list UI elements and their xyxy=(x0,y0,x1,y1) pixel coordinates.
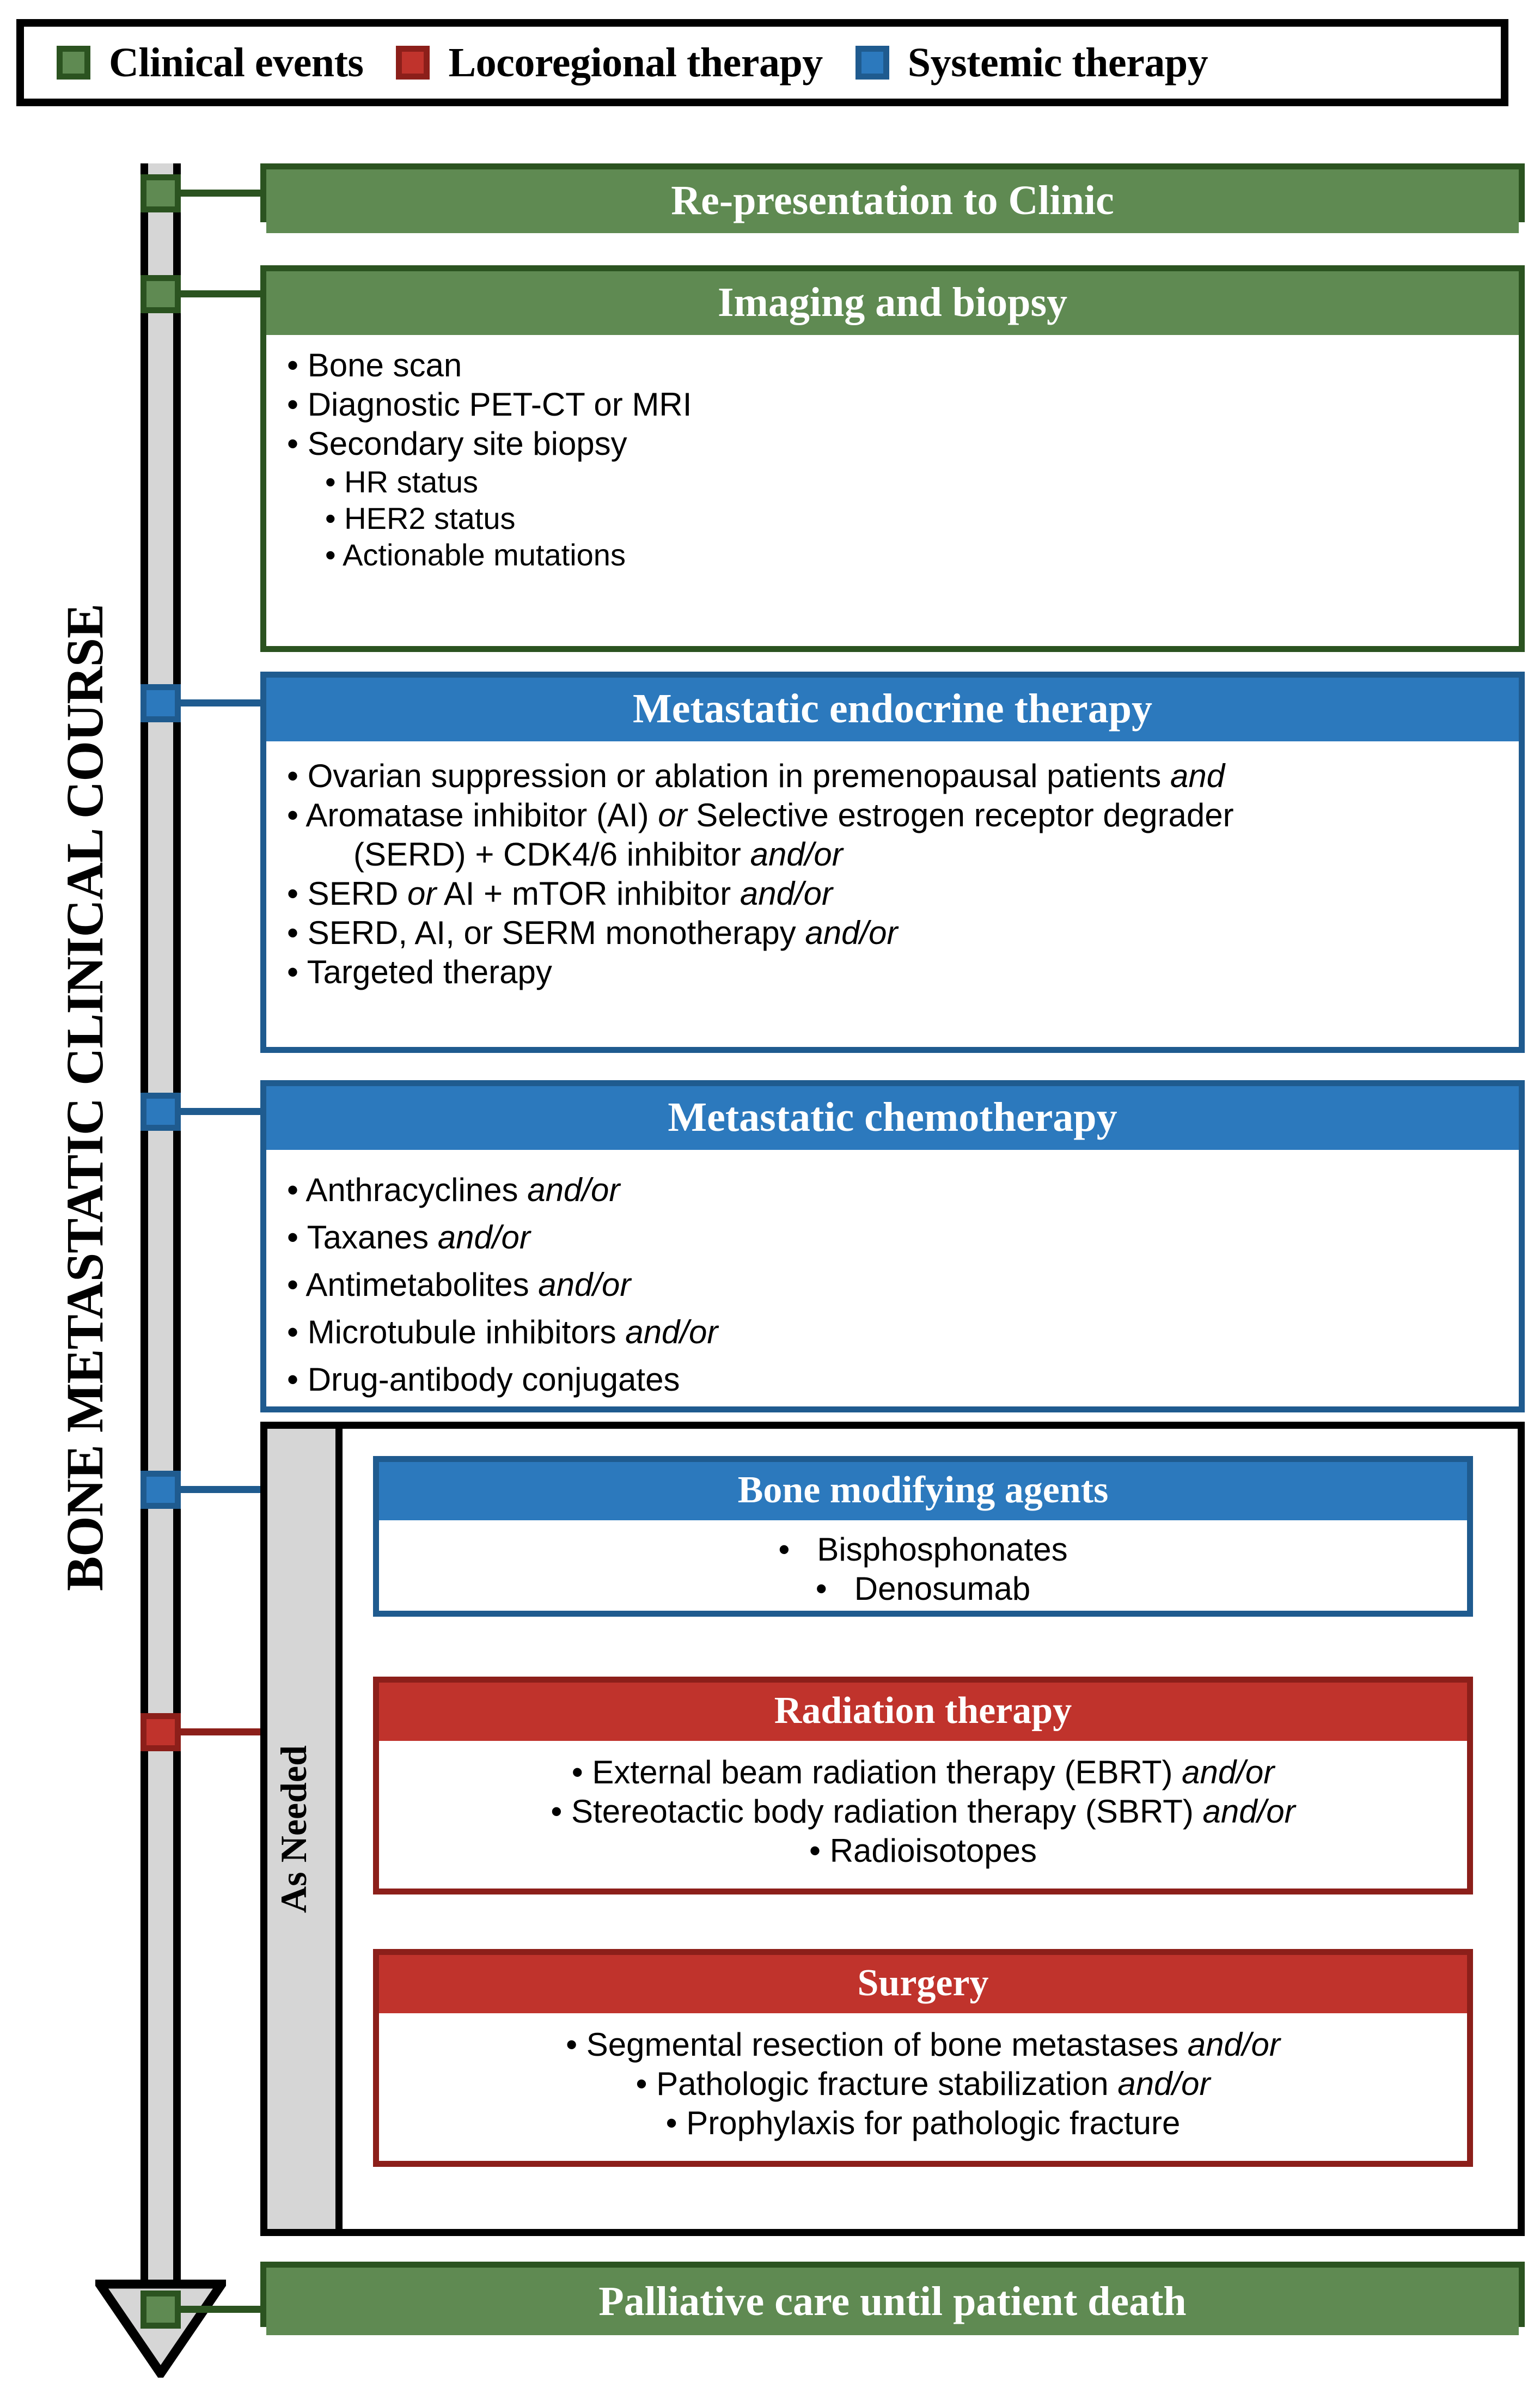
card-bone-modifying-agents: Bone modifying agents • Bisphosphonates … xyxy=(373,1456,1473,1617)
connector-imaging xyxy=(178,290,260,297)
card-body-bone-modifying-agents: • Bisphosphonates • Denosumab xyxy=(379,1520,1467,1614)
list-item: • Antimetabolites and/or xyxy=(287,1266,631,1303)
list-item: • Actionable mutations xyxy=(325,538,626,572)
connector-palliative xyxy=(178,2306,260,2313)
card-body-imaging: • Bone scan • Diagnostic PET-CT or MRI •… xyxy=(266,335,1519,579)
card-re-presentation: Re-presentation to Clinic xyxy=(260,163,1525,233)
connector-endocrine xyxy=(178,699,260,706)
timeline-marker-chemo xyxy=(140,1093,181,1131)
list-item: • Segmental resection of bone metastases… xyxy=(566,2026,1280,2063)
connector-radiation xyxy=(178,1728,260,1735)
list-item: • Prophylaxis for pathologic fracture xyxy=(665,2105,1181,2141)
timeline-marker-re-presentation xyxy=(140,174,181,212)
legend-label-clinical-events: Clinical events xyxy=(109,39,364,86)
list-item: • Anthracyclines and/or xyxy=(287,1172,620,1208)
list-item: • SERD, AI, or SERM monotherapy and/or xyxy=(287,915,898,951)
list-item: • Targeted therapy xyxy=(287,954,552,990)
legend-item-clinical-events: Clinical events xyxy=(57,39,364,87)
list-item: • Drug-antibody conjugates xyxy=(287,1361,680,1398)
connector-chemo xyxy=(178,1108,260,1115)
card-endocrine-therapy: Metastatic endocrine therapy • Ovarian s… xyxy=(260,672,1525,1053)
as-needed-label: As Needed xyxy=(273,1745,314,1913)
connector-bone-agents xyxy=(178,1486,260,1493)
card-title-bone-modifying-agents: Bone modifying agents xyxy=(379,1462,1467,1520)
legend-item-locoregional-therapy: Locoregional therapy xyxy=(396,39,823,87)
legend-label-locoregional-therapy: Locoregional therapy xyxy=(448,39,823,86)
list-item: • Pathologic fracture stabilization and/… xyxy=(635,2066,1211,2102)
list-item: • SERD or AI + mTOR inhibitor and/or xyxy=(287,875,833,912)
card-title-re-presentation: Re-presentation to Clinic xyxy=(266,169,1519,233)
list-item: (SERD) + CDK4/6 inhibitor and/or xyxy=(353,836,843,873)
list-item: • Taxanes and/or xyxy=(287,1219,530,1256)
card-title-palliative-care: Palliative care until patient death xyxy=(266,2268,1519,2335)
as-needed-column: As Needed xyxy=(267,1429,343,2229)
card-palliative-care: Palliative care until patient death xyxy=(260,2262,1525,2335)
list-item: • Aromatase inhibitor (AI) or Selective … xyxy=(287,797,1234,833)
list-item: • Bone scan xyxy=(287,347,462,383)
list-item: • Ovarian suppression or ablation in pre… xyxy=(287,758,1225,794)
list-item: • Microtubule inhibitors and/or xyxy=(287,1314,718,1350)
connector-re-presentation xyxy=(178,190,260,197)
list-item: • Radioisotopes xyxy=(809,1832,1037,1869)
timeline-bar xyxy=(140,163,181,2288)
card-title-chemotherapy: Metastatic chemotherapy xyxy=(266,1086,1519,1150)
timeline-marker-radiation xyxy=(140,1713,181,1751)
card-radiation-therapy: Radiation therapy • External beam radiat… xyxy=(373,1677,1473,1895)
list-item: • HR status xyxy=(325,465,479,499)
card-title-imaging: Imaging and biopsy xyxy=(266,271,1519,335)
legend-label-systemic-therapy: Systemic therapy xyxy=(907,39,1208,86)
legend: Clinical events Locoregional therapy Sys… xyxy=(16,19,1508,106)
card-imaging: Imaging and biopsy • Bone scan • Diagnos… xyxy=(260,265,1525,652)
list-item: • Bisphosphonates xyxy=(778,1531,1068,1568)
list-item: • Denosumab xyxy=(815,1570,1031,1607)
card-title-endocrine-therapy: Metastatic endocrine therapy xyxy=(266,678,1519,741)
card-body-endocrine-therapy: • Ovarian suppression or ablation in pre… xyxy=(266,741,1519,997)
card-body-radiation-therapy: • External beam radiation therapy (EBRT)… xyxy=(379,1741,1467,1876)
timeline-marker-palliative xyxy=(140,2291,181,2329)
timeline-marker-bone-agents xyxy=(140,1471,181,1509)
list-item: • HER2 status xyxy=(325,501,516,536)
card-body-chemotherapy: • Anthracyclines and/or • Taxanes and/or… xyxy=(266,1150,1519,1409)
legend-item-systemic-therapy: Systemic therapy xyxy=(855,39,1208,87)
card-body-surgery: • Segmental resection of bone metastases… xyxy=(379,2013,1467,2148)
blue-square-swatch-icon xyxy=(855,46,889,80)
axis-title: BONE METASTATIC CLINICAL COURSE xyxy=(56,604,114,1592)
list-item: • External beam radiation therapy (EBRT)… xyxy=(571,1754,1275,1790)
card-title-radiation-therapy: Radiation therapy xyxy=(379,1683,1467,1741)
green-square-swatch-icon xyxy=(57,46,90,80)
red-square-swatch-icon xyxy=(396,46,430,80)
card-chemotherapy: Metastatic chemotherapy • Anthracyclines… xyxy=(260,1080,1525,1412)
list-item: • Diagnostic PET-CT or MRI xyxy=(287,386,692,423)
timeline-marker-imaging xyxy=(140,275,181,313)
card-surgery: Surgery • Segmental resection of bone me… xyxy=(373,1949,1473,2167)
list-item: • Secondary site biopsy xyxy=(287,425,627,462)
card-title-surgery: Surgery xyxy=(379,1955,1467,2013)
timeline-marker-endocrine xyxy=(140,684,181,722)
list-item: • Stereotactic body radiation therapy (S… xyxy=(551,1793,1295,1830)
